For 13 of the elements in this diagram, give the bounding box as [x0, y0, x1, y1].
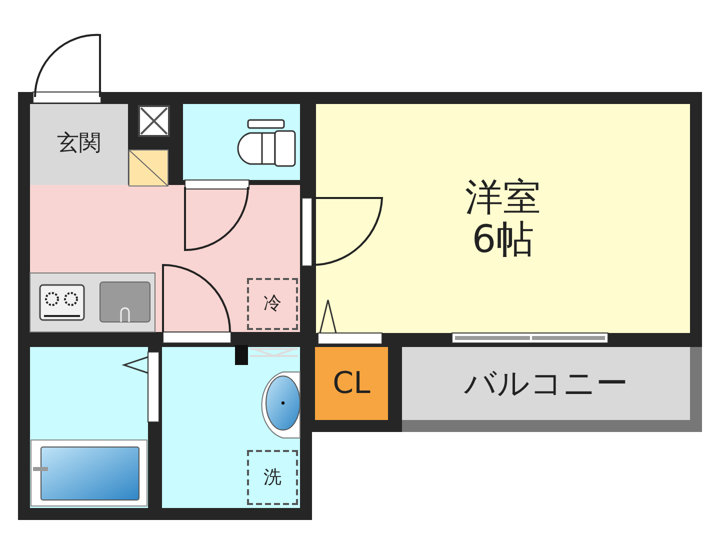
closet-area [315, 347, 388, 420]
appliance-label: 冷 [264, 294, 282, 314]
balcony-area [402, 347, 690, 420]
appliance-space [247, 278, 298, 330]
room-label: 洋室 [465, 176, 541, 218]
room-label: CL [332, 367, 370, 400]
room-label: 6帖 [472, 218, 534, 260]
room-label: 玄関 [57, 132, 101, 157]
room-area [316, 104, 690, 333]
appliance-space [247, 450, 298, 505]
room-area [30, 104, 128, 185]
appliance-label: 洗 [264, 468, 282, 488]
room-label: バルコニー [464, 366, 628, 402]
